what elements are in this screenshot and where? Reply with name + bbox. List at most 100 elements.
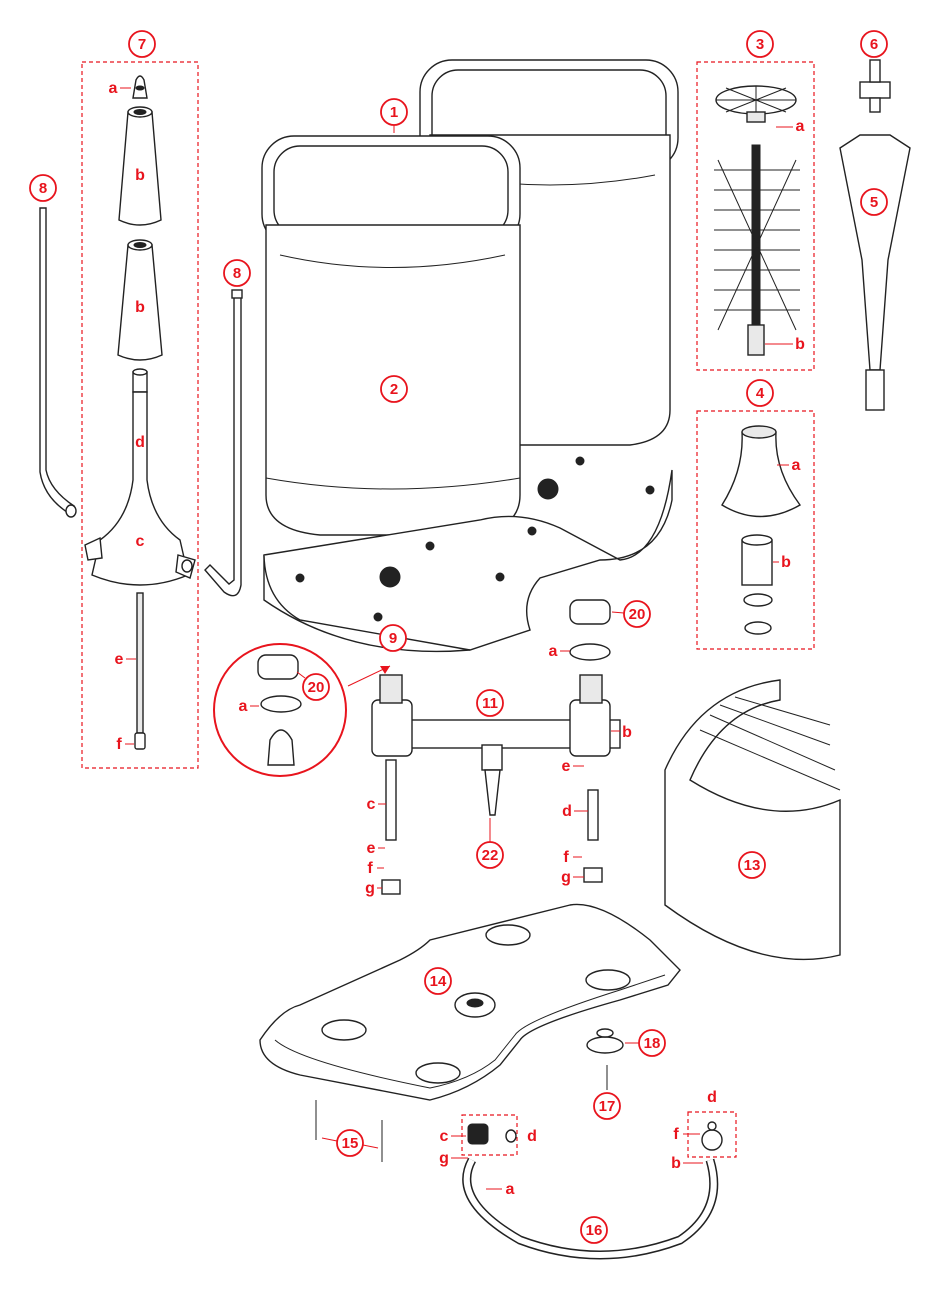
number-label: 2 <box>390 381 398 398</box>
svg-text:a: a <box>239 698 248 715</box>
letter-11b: b <box>611 724 632 741</box>
foot-18 <box>586 1028 624 1054</box>
svg-text:g: g <box>365 880 375 897</box>
letter-11e-left: e <box>367 840 385 857</box>
letter-7c: c <box>136 533 145 550</box>
svg-text:g: g <box>561 869 571 886</box>
drip-tray-9 <box>263 456 673 653</box>
number-label: 18 <box>644 1035 661 1052</box>
svg-text:c: c <box>367 796 376 813</box>
hose-16 <box>462 1121 723 1260</box>
number-badge-1: 1 <box>380 98 408 133</box>
svg-text:g: g <box>439 1150 449 1167</box>
letter-11d: d <box>562 803 588 820</box>
svg-text:e: e <box>367 840 376 857</box>
number-badge-20: 20 <box>611 600 651 628</box>
base-14 <box>259 903 681 1101</box>
svg-text:e: e <box>115 651 124 668</box>
number-badge-2: 2 <box>380 375 408 403</box>
letter-7d: d <box>135 434 145 451</box>
number-label: 13 <box>744 857 761 874</box>
number-badge-14: 14 <box>424 967 452 995</box>
number-badge-16: 16 <box>580 1216 608 1244</box>
number-label: 9 <box>389 630 397 647</box>
number-label: 14 <box>430 973 447 990</box>
number-badge-9: 9 <box>379 624 407 652</box>
svg-text:e: e <box>562 758 571 775</box>
number-label: 8 <box>233 265 241 282</box>
number-badge-4: 4 <box>746 379 774 407</box>
letter-labels: a b b d c e f a b a b a a b e c e d f g … <box>109 80 806 1198</box>
svg-text:a: a <box>109 80 118 97</box>
part-7-assembly <box>84 75 196 750</box>
number-label: 1 <box>390 104 398 121</box>
letter-11g-left: g <box>365 880 382 897</box>
number-label: 4 <box>756 385 765 402</box>
svg-text:a: a <box>549 643 558 660</box>
letter-16b: b <box>671 1155 703 1172</box>
manifold-11 <box>371 674 621 895</box>
letter-11e-right: e <box>562 758 584 775</box>
letter-16d-left: d <box>527 1128 537 1145</box>
number-label: 5 <box>870 194 878 211</box>
svg-text:b: b <box>135 167 145 184</box>
number-label: 7 <box>138 36 146 53</box>
letter-detail-a: a <box>239 698 259 715</box>
letter-4b: b <box>773 554 791 571</box>
number-label: 20 <box>629 606 646 623</box>
screws-15 <box>315 1100 383 1162</box>
number-badge-17: 17 <box>593 1092 621 1120</box>
letter-16g: g <box>439 1150 468 1167</box>
number-badge-15: 15 <box>321 1129 379 1157</box>
group-box-4 <box>696 410 815 650</box>
number-badge-7: 7 <box>128 30 156 58</box>
part-8-middle-pipe <box>204 289 243 597</box>
letter-11f-right: f <box>563 849 582 866</box>
part-5 <box>839 134 911 411</box>
svg-text:f: f <box>116 736 122 753</box>
svg-text:d: d <box>562 803 572 820</box>
letter-4a: a <box>777 457 801 474</box>
number-badge-6: 6 <box>860 30 888 58</box>
group-box-3 <box>696 61 815 371</box>
svg-text:d: d <box>527 1128 537 1145</box>
svg-text:b: b <box>671 1155 681 1172</box>
svg-text:b: b <box>781 554 791 571</box>
letter-7a: a <box>109 80 131 97</box>
letter-16a: a <box>486 1181 515 1198</box>
letter-7b-upper: b <box>135 167 145 184</box>
svg-text:f: f <box>563 849 569 866</box>
svg-text:a: a <box>506 1181 515 1198</box>
svg-text:b: b <box>622 724 632 741</box>
number-badge-8-middle: 8 <box>223 259 251 287</box>
letter-7e: e <box>115 651 136 668</box>
svg-text:c: c <box>440 1128 449 1145</box>
svg-text:b: b <box>135 299 145 316</box>
letter-3b: b <box>765 336 805 353</box>
number-badge-8-left: 8 <box>29 174 57 202</box>
svg-text:c: c <box>136 533 145 550</box>
number-badge-11: 11 <box>476 689 504 717</box>
number-badge-3: 3 <box>746 30 774 58</box>
svg-text:b: b <box>795 336 805 353</box>
number-badge-5: 5 <box>860 188 888 216</box>
number-badge-13: 13 <box>738 851 766 879</box>
number-label: 16 <box>586 1222 603 1239</box>
svg-text:f: f <box>673 1126 679 1143</box>
letter-16d-right: d <box>707 1089 717 1106</box>
svg-text:a: a <box>796 118 805 135</box>
number-label: 20 <box>308 679 325 696</box>
number-label: 8 <box>39 180 47 197</box>
number-label: 17 <box>599 1098 616 1115</box>
group-box-16-left <box>461 1114 518 1156</box>
number-badge-20-detail: 20 <box>296 671 330 701</box>
svg-text:d: d <box>707 1089 717 1106</box>
number-label: 22 <box>482 847 499 864</box>
svg-text:a: a <box>792 457 801 474</box>
letter-3a: a <box>776 118 805 135</box>
group-box-7 <box>81 61 199 769</box>
svg-text:d: d <box>135 434 145 451</box>
letter-20a: a <box>549 643 570 660</box>
number-badges: 1 2 3 4 5 6 7 8 8 9 11 13 14 15 16 17 18… <box>29 30 888 1244</box>
